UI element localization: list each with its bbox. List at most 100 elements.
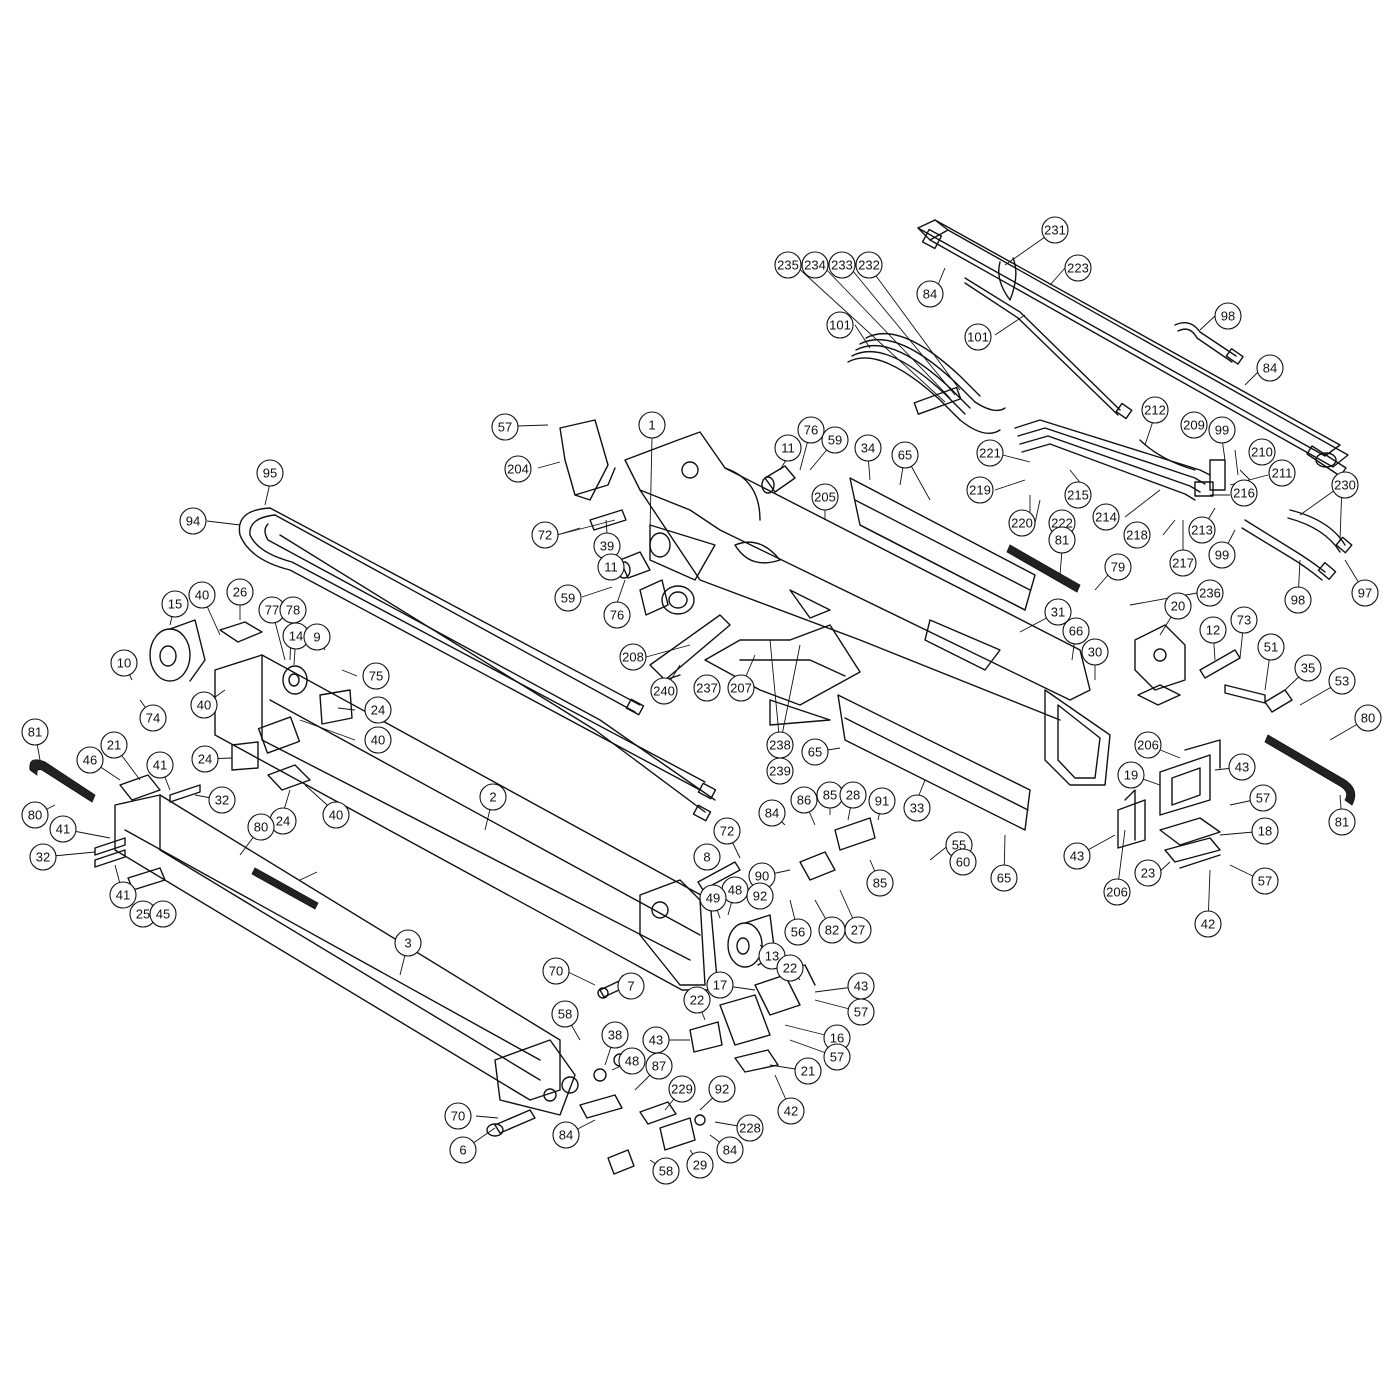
- callout-number: 79: [1111, 560, 1125, 575]
- callout-circle: [774, 251, 802, 279]
- callout-7: 7: [617, 972, 645, 1000]
- callout-circle: [1251, 867, 1279, 895]
- callout-circle: [619, 643, 647, 671]
- callout-number: 94: [186, 514, 200, 529]
- callout-number: 73: [1237, 613, 1251, 628]
- callout-40: 40: [322, 801, 350, 829]
- callout-circle: [823, 1043, 851, 1071]
- callout-number: 234: [804, 258, 826, 273]
- callout-number: 11: [604, 560, 618, 575]
- callout-circle: [179, 507, 207, 535]
- callout-81: 81: [1048, 526, 1076, 554]
- callout-number: 40: [329, 808, 343, 823]
- callout-number: 236: [1199, 586, 1221, 601]
- callout-92: 92: [746, 882, 774, 910]
- callout-circle: [839, 781, 867, 809]
- callout-circle: [554, 584, 582, 612]
- callout-206: 206: [1103, 878, 1131, 906]
- callout-circle: [650, 677, 678, 705]
- callout-circle: [790, 786, 818, 814]
- callout-number: 84: [1263, 361, 1277, 376]
- callout-number: 57: [1256, 791, 1270, 806]
- callout-number: 40: [197, 698, 211, 713]
- callout-94: 94: [179, 507, 207, 535]
- callout-211: 211: [1268, 459, 1296, 487]
- callout-39: 39: [593, 532, 621, 560]
- callout-number: 7: [627, 979, 634, 994]
- callout-number: 24: [198, 752, 212, 767]
- callout-circle: [1228, 753, 1256, 781]
- slide-pad-207: [704, 624, 861, 726]
- callout-number: 23: [1141, 866, 1155, 881]
- callout-number: 29: [693, 1158, 707, 1173]
- callout-66: 66: [1062, 617, 1090, 645]
- callout-number: 210: [1251, 445, 1273, 460]
- callout-232: 232: [855, 251, 883, 279]
- callout-51: 51: [1257, 633, 1285, 661]
- pad-assembly-18: [1159, 817, 1221, 869]
- callout-circle: [794, 1057, 822, 1085]
- callout-number: 98: [1221, 309, 1235, 324]
- callout-number: 81: [28, 725, 42, 740]
- callout-number: 230: [1334, 478, 1356, 493]
- callout-43: 43: [1063, 842, 1091, 870]
- pad-set-left: [94, 774, 201, 891]
- callout-57: 57: [1249, 784, 1277, 812]
- callout-number: 27: [851, 923, 865, 938]
- callout-circle: [1194, 910, 1222, 938]
- callout-circle: [1331, 471, 1359, 499]
- callout-circle: [1208, 541, 1236, 569]
- callout-circle: [746, 882, 774, 910]
- callout-number: 57: [854, 1005, 868, 1020]
- callout-73: 73: [1230, 606, 1258, 634]
- callout-number: 41: [56, 822, 70, 837]
- callout-24: 24: [191, 745, 219, 773]
- callout-32: 32: [29, 843, 57, 871]
- callout-circle: [1248, 438, 1276, 466]
- callout-43: 43: [1228, 753, 1256, 781]
- callout-78: 78: [279, 596, 307, 624]
- callout-number: 220: [1011, 516, 1033, 531]
- callout-circle: [110, 649, 138, 677]
- callout-number: 206: [1106, 885, 1128, 900]
- callout-74: 74: [139, 704, 167, 732]
- callout-number: 21: [801, 1064, 815, 1079]
- callout-number: 90: [755, 869, 769, 884]
- bracket-20: [1134, 624, 1186, 691]
- callout-92: 92: [708, 1075, 736, 1103]
- callout-number: 21: [107, 738, 121, 753]
- callout-215: 215: [1064, 481, 1092, 509]
- callout-circle: [693, 674, 721, 702]
- callout-number: 40: [195, 588, 209, 603]
- hose-loop-94-95: [238, 507, 717, 822]
- callout-circle: [847, 998, 875, 1026]
- callout-number: 76: [804, 423, 818, 438]
- callout-circle: [916, 280, 944, 308]
- callout-41: 41: [146, 751, 174, 779]
- callout-number: 42: [784, 1104, 798, 1119]
- callout-circle: [903, 794, 931, 822]
- callout-circle: [826, 311, 854, 339]
- callout-circle: [891, 441, 919, 469]
- callout-number: 19: [1124, 768, 1138, 783]
- callout-number: 43: [1070, 849, 1084, 864]
- callout-number: 66: [1069, 624, 1083, 639]
- callout-circle: [1251, 817, 1279, 845]
- callout-number: 48: [728, 883, 742, 898]
- callout-circle: [736, 1114, 764, 1142]
- callout-70: 70: [444, 1102, 472, 1130]
- pad-24-right: [1137, 684, 1181, 706]
- callout-number: 57: [1258, 874, 1272, 889]
- callout-circle: [776, 954, 804, 982]
- callout-circle: [552, 1121, 580, 1149]
- callout-number: 57: [498, 420, 512, 435]
- callout-84: 84: [716, 1136, 744, 1164]
- callout-29: 29: [686, 1151, 714, 1179]
- pin-51: [1224, 684, 1266, 704]
- callout-228: 228: [736, 1114, 764, 1142]
- callout-circle: [868, 787, 896, 815]
- callout-239: 239: [766, 757, 794, 785]
- callout-58: 58: [551, 1000, 579, 1028]
- callout-81: 81: [1328, 808, 1356, 836]
